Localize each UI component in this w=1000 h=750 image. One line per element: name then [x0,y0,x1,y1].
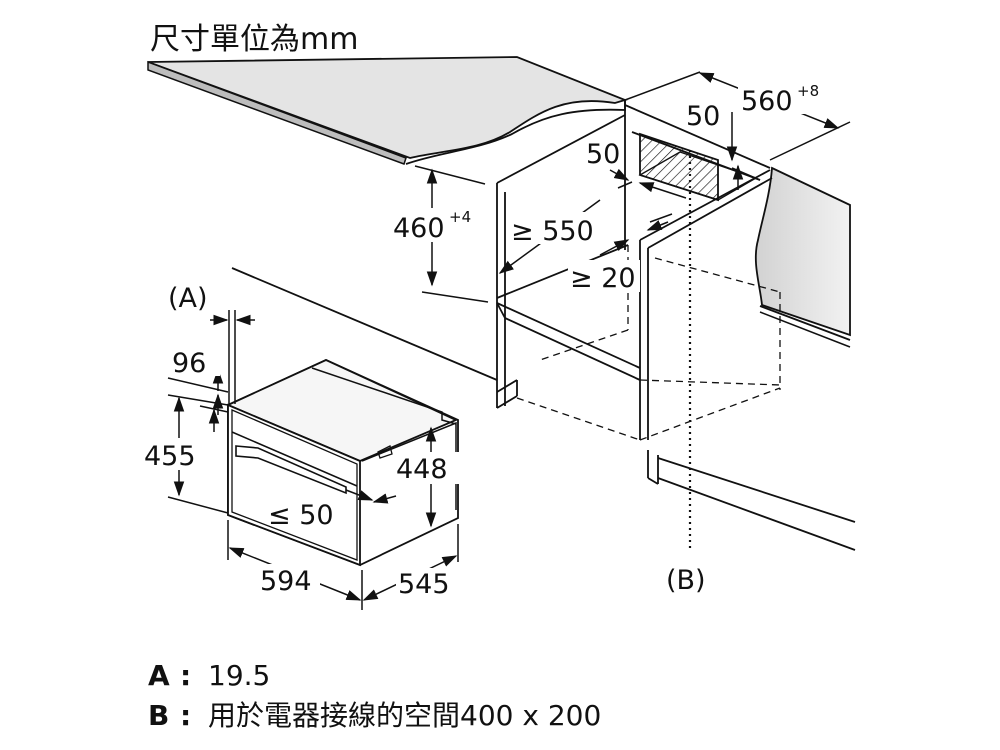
legend-b-key: B [148,699,169,732]
dim-96: 96 [172,348,206,379]
unit-note: 尺寸單位為mm [150,22,358,57]
oven-handle [235,445,347,495]
legend: A : 19.5 B : 用於電器接線的空間400 x 200 [148,659,601,732]
dim-448: 448 [396,454,448,485]
callout-a: (A) [168,283,208,314]
dim-550: ≥ 550 [511,216,594,247]
legend-b-colon: : [180,699,191,732]
dim-50-side: 50 [586,139,620,170]
legend-b-text: 用於電器接線的空間400 x 200 [208,699,601,732]
countertop [147,56,628,165]
dim-20: ≥ 20 [570,263,636,294]
dim-545: 545 [398,569,450,600]
dim-455: 455 [144,441,196,472]
callout-b: (B) [666,565,706,596]
dim-460: 460 [393,213,445,244]
countertop-right [754,166,851,348]
hidden-lines [516,245,781,441]
dim-50-vent: ≤ 50 [268,500,334,531]
oven [225,359,459,567]
legend-a-colon: : [180,659,191,692]
legend-a-key: A [148,659,170,692]
dim-50-top: 50 [686,101,720,132]
legend-a-text: 19.5 [208,659,270,692]
dim-460-tolerance: +4 [449,208,471,226]
dim-560: 560 [741,86,793,117]
dim-594: 594 [260,566,312,597]
dim-560-tolerance: +8 [797,82,819,100]
